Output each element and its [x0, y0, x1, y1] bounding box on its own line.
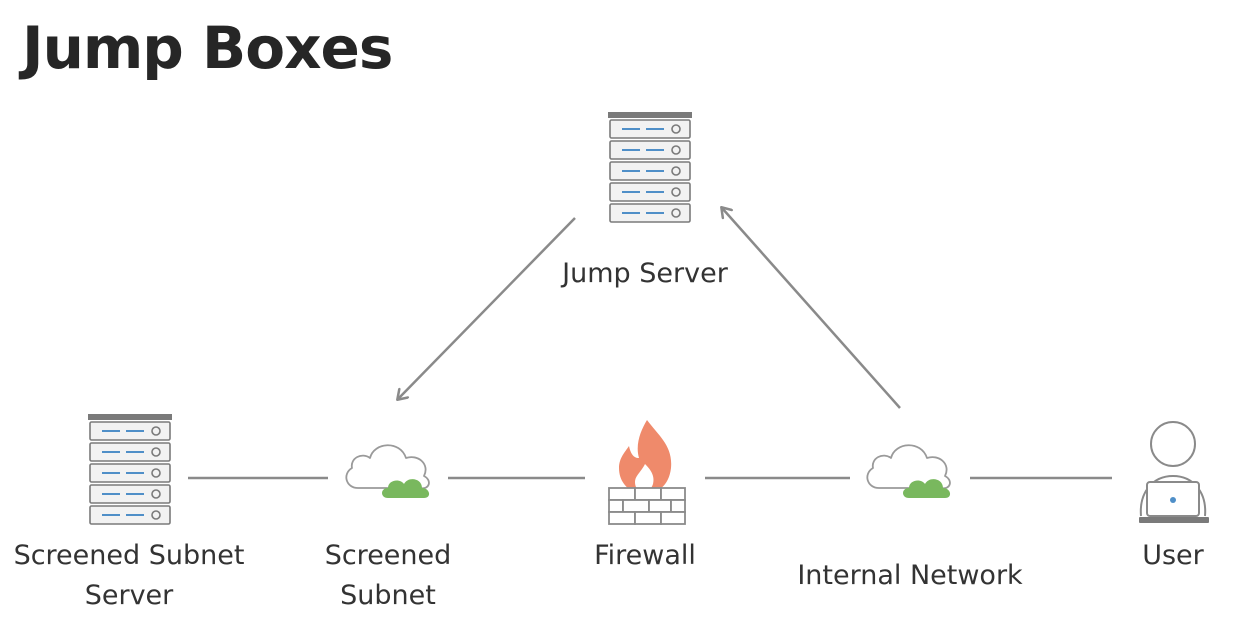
screened-subnet-label: Screened Subnet	[300, 536, 476, 616]
screened-subnet-label-line2: Subnet	[340, 580, 436, 611]
internal-network-label: Internal Network	[797, 560, 1023, 591]
screened-subnet-server-label-line1: Screened Subnet	[13, 540, 245, 571]
firewall-label: Firewall	[594, 540, 696, 571]
user-icon	[1139, 421, 1209, 523]
arrow-jump-to-subnet	[398, 217, 576, 399]
screened-subnet-label-line1: Screened	[324, 540, 452, 571]
screened-subnet-server-label-line2: Server	[84, 580, 174, 611]
jump-server-icon	[608, 112, 692, 222]
arrow-internal-to-jump	[722, 208, 901, 409]
jump-server-label: Jump Server	[562, 258, 728, 289]
internal-network-cloud-icon	[866, 444, 951, 499]
screened-subnet-cloud-icon	[345, 444, 430, 499]
page-title: Jump Boxes	[22, 14, 393, 82]
firewall-icon	[608, 420, 686, 525]
screened-subnet-server-icon	[88, 414, 172, 524]
screened-subnet-server-label: Screened Subnet Server	[0, 536, 258, 616]
user-label: User	[1142, 540, 1204, 571]
